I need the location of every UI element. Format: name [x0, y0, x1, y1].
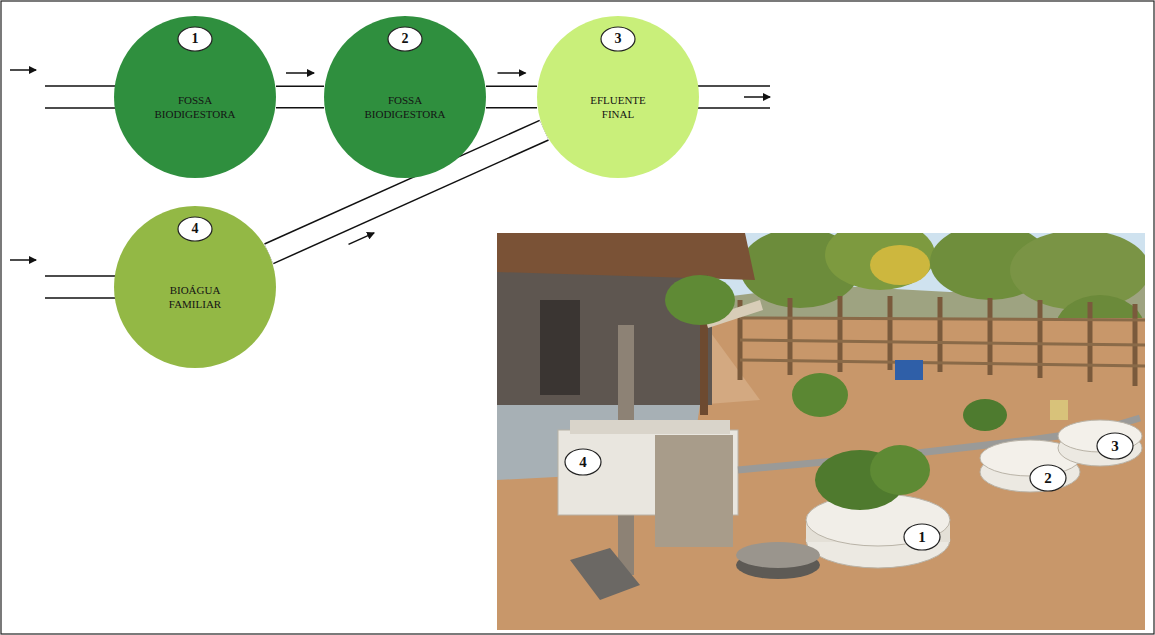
tank-circle: 2FOSSA BIODIGESTORA: [323, 15, 487, 179]
pipe-wall: [276, 86, 324, 109]
pipe-inner: [486, 87, 537, 107]
node-number: 2: [323, 31, 487, 47]
circle-fill: [537, 16, 699, 178]
pipe-wall: [486, 86, 537, 109]
callout-number: 3: [1098, 436, 1132, 456]
node-label: FOSSA BIODIGESTORA: [154, 93, 235, 121]
callout-number: 1: [905, 527, 939, 547]
tank-circle: 1FOSSA BIODIGESTORA: [113, 15, 277, 179]
callout-number: 4: [566, 452, 600, 472]
node-label: BIOÁGUA FAMILIAR: [169, 283, 221, 311]
callout-number: 2: [1031, 468, 1065, 488]
node-number: 4: [113, 221, 277, 237]
tank-circle: 4BIOÁGUA FAMILIAR: [113, 205, 277, 369]
flow-arrow: [349, 233, 375, 244]
circle-fill: [114, 16, 276, 178]
pipe-connector: [276, 73, 324, 97]
node-label: FOSSA BIODIGESTORA: [364, 93, 445, 121]
flow-arrow: [286, 72, 314, 74]
circle-fill: [324, 16, 486, 178]
pipe-connector: [486, 73, 537, 97]
tank-circle: 3EFLUENTE FINAL: [536, 15, 700, 179]
node-number: 1: [113, 31, 277, 47]
flow-arrow: [498, 72, 526, 74]
node-label: EFLUENTE FINAL: [590, 93, 646, 121]
circle-fill: [114, 206, 276, 368]
node-number: 3: [536, 31, 700, 47]
pipe-inner: [276, 87, 324, 107]
